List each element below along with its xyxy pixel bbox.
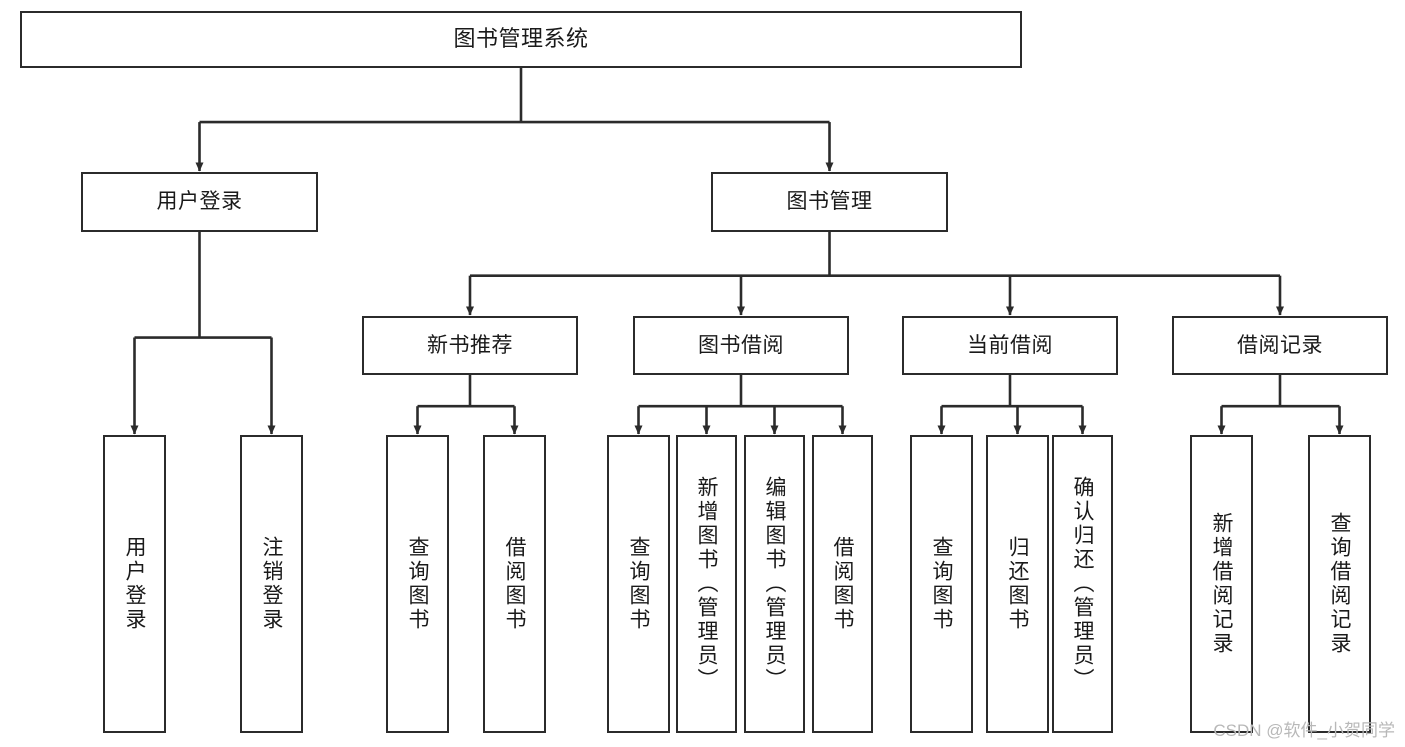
node-label: 图书借阅	[698, 333, 784, 357]
node-book-borrow[interactable]: 图书借阅	[633, 316, 849, 375]
node-label: 编辑图书（管理员）	[763, 476, 786, 692]
node-leaf-query-borrow-record[interactable]: 查询借阅记录	[1308, 435, 1371, 733]
node-label: 查询图书	[627, 536, 650, 632]
node-leaf-return-book[interactable]: 归还图书	[986, 435, 1049, 733]
node-leaf-query-book-3[interactable]: 查询图书	[910, 435, 973, 733]
node-leaf-confirm-return[interactable]: 确认归还（管理员）	[1052, 435, 1113, 733]
node-borrow-record[interactable]: 借阅记录	[1172, 316, 1388, 375]
node-leaf-query-book-1[interactable]: 查询图书	[386, 435, 449, 733]
node-label: 查询借阅记录	[1328, 512, 1351, 656]
node-label: 归还图书	[1006, 536, 1029, 632]
node-label: 新增图书（管理员）	[695, 476, 718, 692]
node-label: 当前借阅	[967, 333, 1053, 357]
node-new-book-recommendation[interactable]: 新书推荐	[362, 316, 578, 375]
node-user-login[interactable]: 用户登录	[81, 172, 318, 232]
node-leaf-edit-book[interactable]: 编辑图书（管理员）	[744, 435, 805, 733]
csdn-watermark: CSDN @软件_小贺同学	[1213, 721, 1395, 740]
node-label: 借阅图书	[503, 536, 526, 632]
node-leaf-user-login[interactable]: 用户登录	[103, 435, 166, 733]
node-label: 借阅图书	[831, 536, 854, 632]
node-label: 图书管理	[786, 190, 873, 214]
node-label: 用户登录	[156, 190, 243, 214]
node-current-borrow[interactable]: 当前借阅	[902, 316, 1118, 375]
node-leaf-logout[interactable]: 注销登录	[240, 435, 303, 733]
node-label: 注销登录	[260, 536, 283, 632]
node-leaf-borrow-book-1[interactable]: 借阅图书	[483, 435, 546, 733]
node-label: 借阅记录	[1237, 333, 1323, 357]
node-root-book-management-system[interactable]: 图书管理系统	[20, 11, 1022, 68]
node-leaf-borrow-book-2[interactable]: 借阅图书	[812, 435, 873, 733]
node-leaf-query-book-2[interactable]: 查询图书	[607, 435, 670, 733]
node-book-management[interactable]: 图书管理	[711, 172, 948, 232]
node-leaf-add-book[interactable]: 新增图书（管理员）	[676, 435, 737, 733]
node-leaf-add-borrow-record[interactable]: 新增借阅记录	[1190, 435, 1253, 733]
edge-group	[130, 68, 1344, 435]
node-label: 图书管理系统	[453, 26, 589, 52]
node-label: 用户登录	[123, 536, 146, 632]
node-label: 新增借阅记录	[1210, 512, 1233, 656]
node-label: 确认归还（管理员）	[1071, 476, 1094, 692]
node-label: 查询图书	[406, 536, 429, 632]
node-label: 查询图书	[930, 536, 953, 632]
node-label: 新书推荐	[427, 333, 513, 357]
